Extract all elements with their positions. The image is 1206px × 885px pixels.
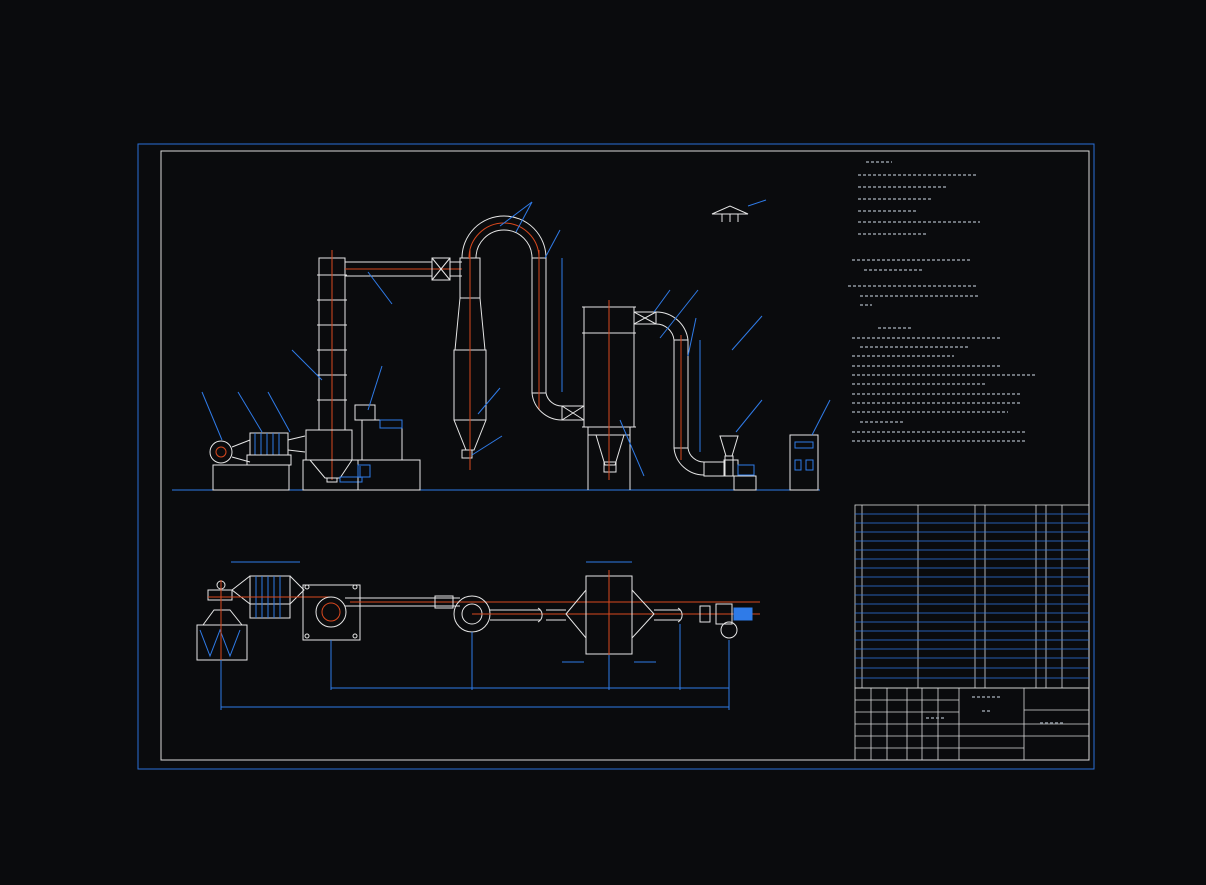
heater: [208, 575, 330, 619]
outer-frame: [137, 143, 1095, 770]
discharge-hopper: [719, 435, 739, 477]
bag-filter: [565, 570, 655, 660]
blower: [196, 580, 248, 665]
parts-list-rows: [855, 513, 1089, 679]
duct: [345, 595, 760, 633]
feeder: [354, 404, 421, 491]
drying-tube: [302, 250, 363, 491]
duct: [345, 257, 462, 281]
title-block-text-marks: [926, 696, 1064, 724]
duct: [633, 311, 705, 476]
plan-view: [196, 561, 760, 710]
drying-tube: [302, 584, 361, 641]
title-block: [854, 687, 1090, 761]
dimension-lines: [220, 561, 730, 710]
elevation-view: [172, 199, 831, 491]
technical-notes: [848, 161, 1036, 442]
bag-filter: [582, 300, 636, 490]
exhaust-fan: [703, 459, 757, 491]
base-plate-icon: [711, 199, 767, 222]
control-cabinet: [789, 434, 819, 491]
inner-frame: [160, 150, 1090, 761]
exhaust-fan: [654, 603, 738, 639]
heater: [246, 432, 306, 466]
duct: [531, 250, 585, 421]
cyclone-separator: [453, 215, 547, 470]
motor-icon: [733, 607, 753, 621]
parts-list: [854, 504, 1090, 689]
leader-lines: [201, 201, 831, 478]
